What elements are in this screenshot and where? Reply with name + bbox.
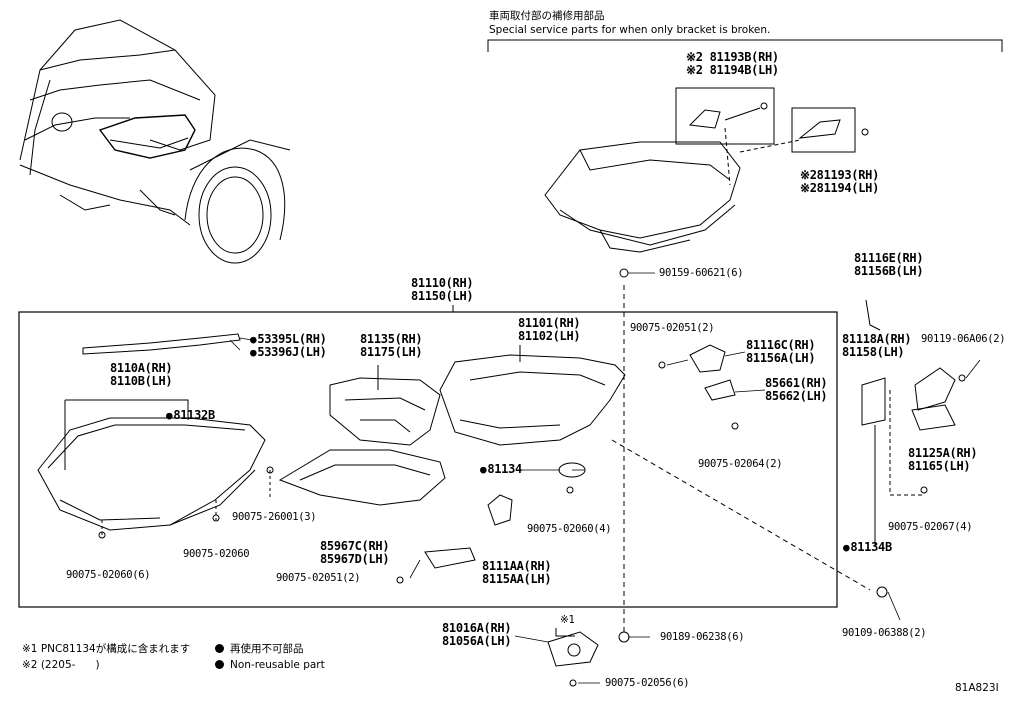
part-8110A[interactable]: 8110A(RH)8110B(LH)	[110, 361, 173, 388]
housing-81101-illustration	[439, 345, 626, 446]
part-81118A[interactable]: 81118A(RH)81158(LH)	[842, 332, 912, 359]
part-81101[interactable]: 81101(RH)81102(LH)	[518, 316, 581, 343]
part-90119-06A06[interactable]: 90119-06A06(2)	[921, 333, 1006, 345]
part-53395L[interactable]: 53395L(RH)53396J(LH)	[250, 332, 327, 359]
legend-jp: 再使用不可部品	[215, 643, 304, 656]
non-reusable-icon	[843, 540, 850, 554]
part-90075-02051[interactable]: 90075-02051(2)	[630, 322, 715, 334]
part-90159-60621[interactable]: 90159-60621(6)	[659, 267, 744, 279]
leader-lines	[229, 272, 981, 684]
part-81125A[interactable]: 81125A(RH)81165(LH)	[908, 446, 978, 473]
part-81134B[interactable]: 81134B	[843, 540, 892, 554]
part-81193[interactable]: ※281193(RH)※281194(LH)	[800, 168, 880, 195]
connector-illustrations	[101, 344, 736, 667]
part-90189-06238[interactable]: 90189-06238(6)	[660, 631, 745, 643]
bullet-icon	[215, 644, 224, 653]
lens-cover-illustration	[37, 399, 266, 531]
legend-en: Non-reusable part	[215, 659, 325, 672]
part-90075-02067[interactable]: 90075-02067(4)	[888, 521, 973, 533]
part-90075-02051-b[interactable]: 90075-02051(2)	[276, 572, 361, 584]
diagram-code: 81A823I	[955, 682, 999, 694]
non-reusable-icon	[166, 408, 173, 422]
fastener-illustrations	[98, 268, 928, 687]
part-90075-02060[interactable]: 90075-02060	[183, 548, 250, 560]
part-90075-02064[interactable]: 90075-02064(2)	[698, 458, 783, 470]
housing-81135-illustration	[329, 365, 441, 446]
footnote-2: ※2 (2205- )	[22, 659, 100, 671]
part-81110[interactable]: 81110(RH)81150(LH)	[411, 276, 474, 303]
bezel-illustration	[278, 449, 446, 506]
part-81132B[interactable]: 81132B	[166, 408, 215, 422]
bullet-icon	[215, 660, 224, 669]
header-en: Special service parts for when only brac…	[489, 24, 771, 36]
vehicle-front-illustration	[19, 19, 291, 264]
part-81116E[interactable]: 81116E(RH)81156B(LH)	[854, 251, 924, 278]
non-reusable-icon	[250, 332, 257, 346]
part-81193B[interactable]: ※2 81193B(RH)※2 81194B(LH)	[686, 50, 779, 77]
non-reusable-icon	[480, 462, 487, 476]
part-85967C[interactable]: 85967C(RH)85967D(LH)	[320, 539, 390, 566]
headlamp-bracket-illustration	[544, 87, 869, 253]
part-90109-06388[interactable]: 90109-06388(2)	[842, 627, 927, 639]
part-90075-26001[interactable]: 90075-26001(3)	[232, 511, 317, 523]
part-90075-02060-4[interactable]: 90075-02060(4)	[527, 523, 612, 535]
part-90075-02056[interactable]: 90075-02056(6)	[605, 677, 690, 689]
part-81016A[interactable]: 81016A(RH)81056A(LH)	[442, 621, 512, 648]
part-81135[interactable]: 81135(RH)81175(LH)	[360, 332, 423, 359]
part-90075-02060-6[interactable]: 90075-02060(6)	[66, 569, 151, 581]
footnote-1: ※1 PNC81134が構成に含まれます	[22, 643, 191, 655]
part-8111AA[interactable]: 8111AA(RH)8115AA(LH)	[482, 559, 552, 586]
header-jp: 車両取付部の補修用部品	[489, 10, 605, 22]
part-81134[interactable]: 81134	[480, 462, 522, 476]
bracket-assembly-illustration	[861, 299, 966, 598]
note1-marker: ※1	[560, 614, 575, 626]
part-81116C[interactable]: 81116C(RH)81156A(LH)	[746, 338, 816, 365]
part-85661[interactable]: 85661(RH)85662(LH)	[765, 376, 828, 403]
non-reusable-icon	[250, 345, 257, 359]
